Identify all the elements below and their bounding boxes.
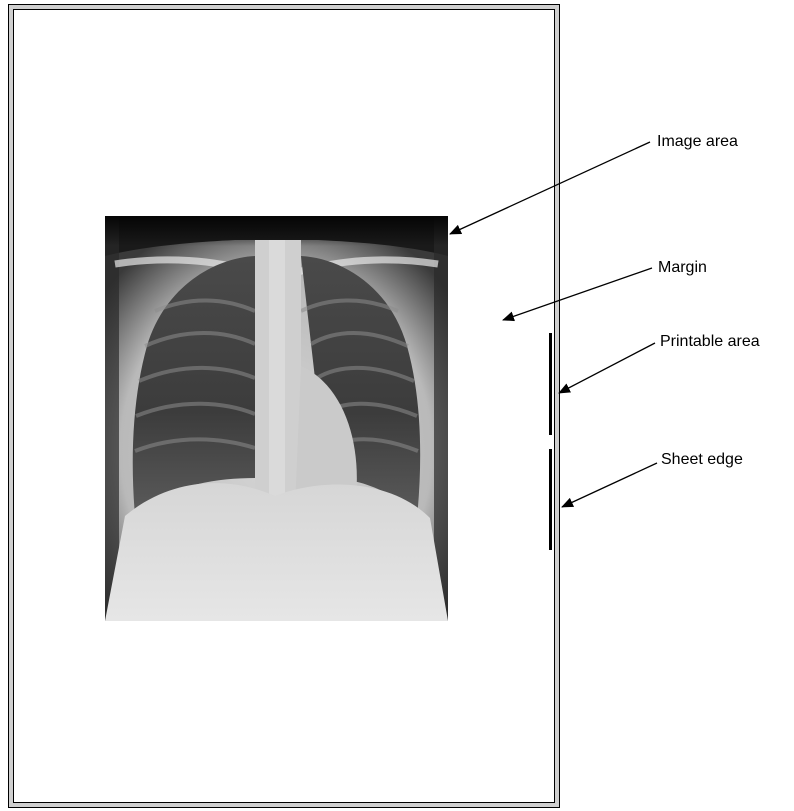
sheet-edge-marker	[549, 449, 552, 550]
image-area-label: Image area	[657, 133, 738, 151]
margin-label: Margin	[658, 259, 707, 277]
printable-area-marker	[549, 333, 552, 435]
printable-area-label: Printable area	[660, 333, 760, 351]
xray-image	[105, 216, 448, 621]
sheet-edge-arrow	[562, 463, 657, 507]
sheet-edge-label: Sheet edge	[661, 451, 743, 469]
printable-area-arrow	[559, 343, 655, 393]
